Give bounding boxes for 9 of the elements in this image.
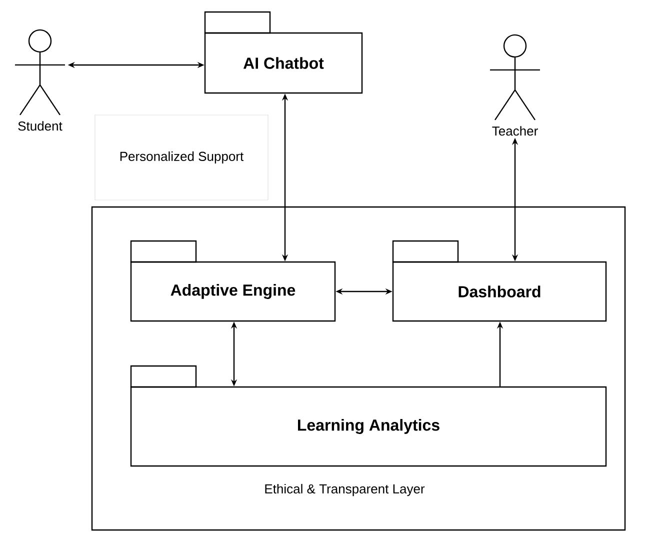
package-box: Adaptive Engine xyxy=(130,240,336,322)
actor-figure: Teacher xyxy=(489,34,541,136)
node-label: Teacher xyxy=(492,126,538,136)
note-box: Personalized Support xyxy=(94,114,268,200)
package-box: Dashboard xyxy=(392,240,607,322)
package-box: Learning Analytics xyxy=(130,365,607,467)
actor-figure: Student xyxy=(14,29,66,131)
package-box: AI Chatbot xyxy=(204,11,363,94)
node-label: Student xyxy=(18,121,62,131)
